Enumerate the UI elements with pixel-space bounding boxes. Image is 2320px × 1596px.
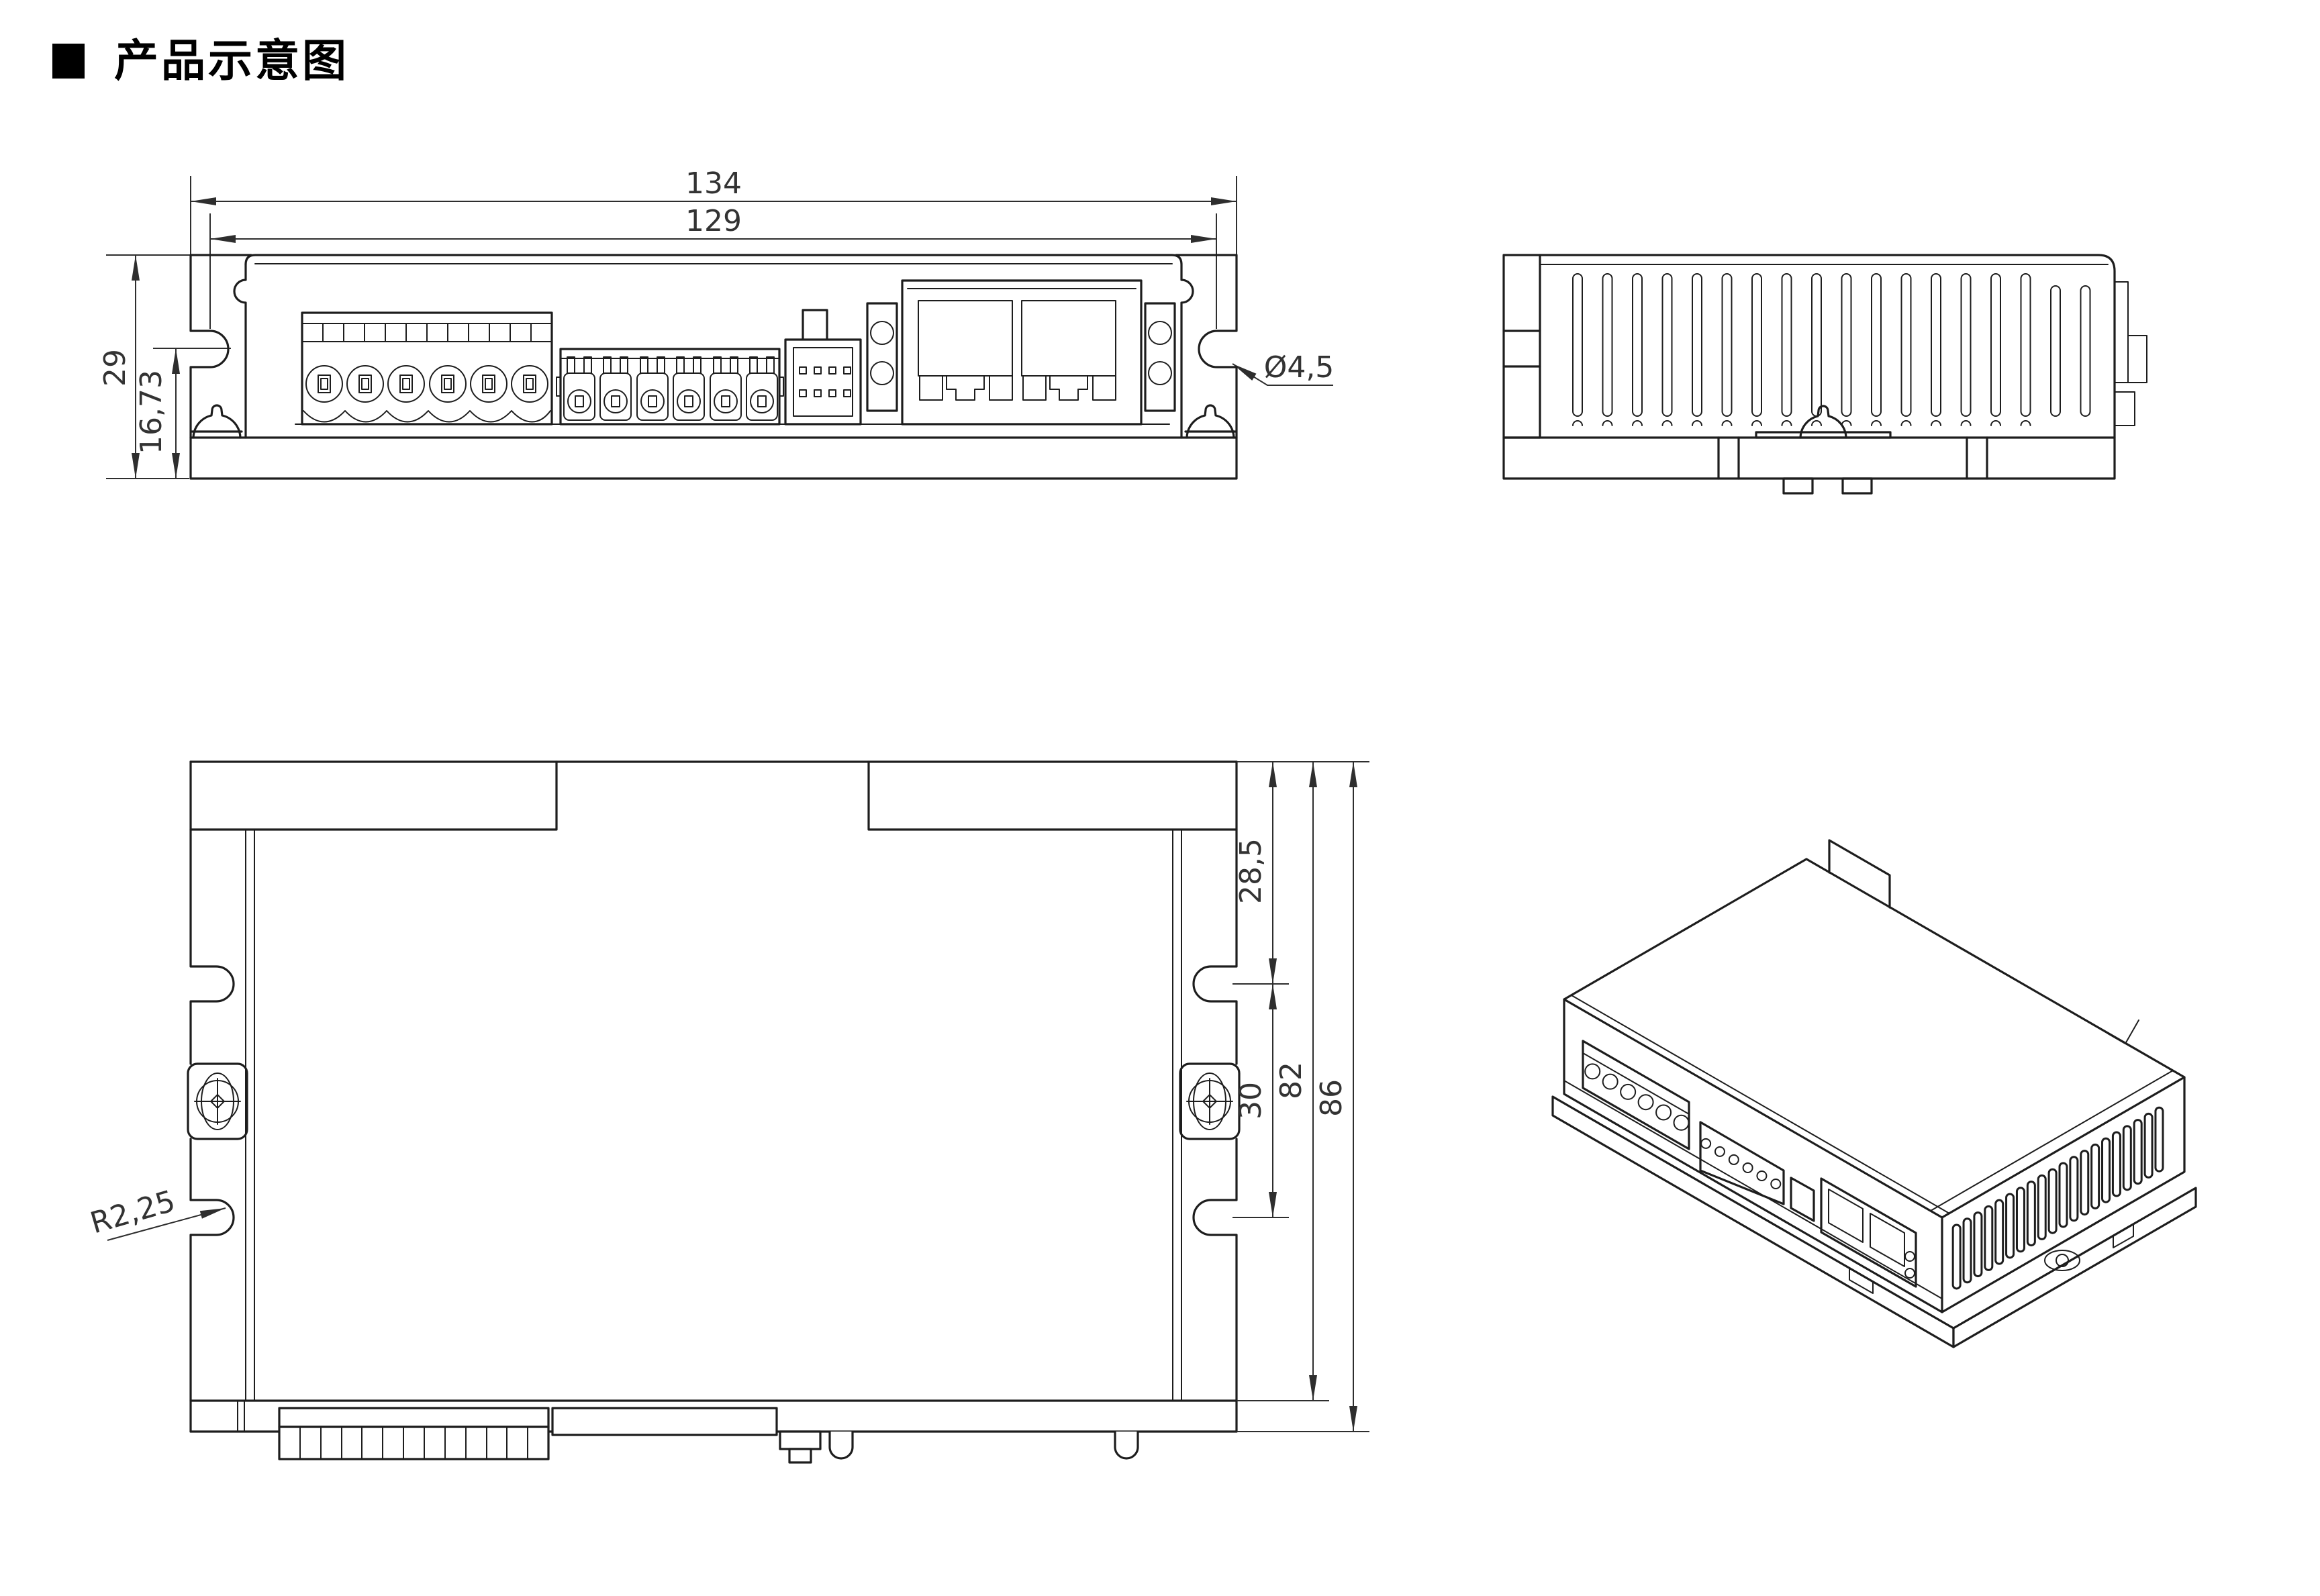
plan-extension-lines bbox=[1232, 761, 1369, 1432]
front-screw-terminal-6pos bbox=[301, 311, 553, 426]
page-title: 产品示意图 bbox=[114, 35, 349, 87]
iso-front-connectors bbox=[1582, 1040, 1917, 1288]
dim-overall-depth: 86 bbox=[1314, 1079, 1349, 1117]
front-spring-terminal-6pos bbox=[556, 348, 784, 426]
front-dimension-lines bbox=[132, 197, 1333, 479]
side-vent-slots bbox=[1572, 273, 2091, 426]
dim-slot-spacing: 30 bbox=[1234, 1082, 1268, 1119]
dim-mid-height: 16,73 bbox=[134, 370, 168, 454]
dim-overall-width: 134 bbox=[685, 166, 742, 201]
dim-slot-top-offset: 28,5 bbox=[1234, 838, 1268, 904]
plan-dimension-lines bbox=[107, 762, 1357, 1432]
plan-screw-left bbox=[194, 1073, 241, 1130]
title-block: 产品示意图 bbox=[52, 39, 349, 83]
front-enclosure-outline bbox=[189, 254, 1238, 480]
plan-view-drawing: 28,5 30 82 86 R2,25 bbox=[87, 760, 1369, 1464]
front-led-strip-right bbox=[1144, 302, 1176, 412]
front-view-drawing: 134 129 29 16,73 Ø4,5 bbox=[98, 166, 1335, 480]
plan-inner-lines bbox=[237, 829, 1182, 1432]
side-enclosure-details bbox=[1539, 264, 2147, 426]
iso-mounting-flange bbox=[1551, 1095, 2197, 1348]
dim-overall-height: 29 bbox=[98, 349, 132, 387]
dim-slot-radius: R2,25 bbox=[87, 1184, 179, 1240]
front-extension-lines bbox=[106, 176, 1237, 479]
isometric-view-drawing bbox=[1551, 839, 2197, 1348]
side-view-drawing bbox=[1502, 254, 2147, 495]
plan-screw-right bbox=[1186, 1073, 1233, 1130]
plan-front-connectors bbox=[278, 1407, 1139, 1464]
dim-body-depth: 82 bbox=[1274, 1062, 1308, 1099]
iso-body bbox=[1563, 839, 2186, 1313]
front-led-strip-left bbox=[866, 302, 898, 412]
front-rj45-dual-port bbox=[901, 279, 1143, 426]
title-bullet-square bbox=[52, 44, 85, 79]
side-enclosure-outline bbox=[1502, 254, 2116, 495]
front-header-8pin bbox=[784, 309, 862, 426]
dim-mount-hole-spacing: 129 bbox=[685, 204, 742, 238]
plan-enclosure-outline bbox=[187, 760, 1241, 1433]
dim-mount-hole-diameter: Ø4,5 bbox=[1264, 350, 1335, 385]
iso-vent-slots bbox=[1951, 1106, 2164, 1290]
